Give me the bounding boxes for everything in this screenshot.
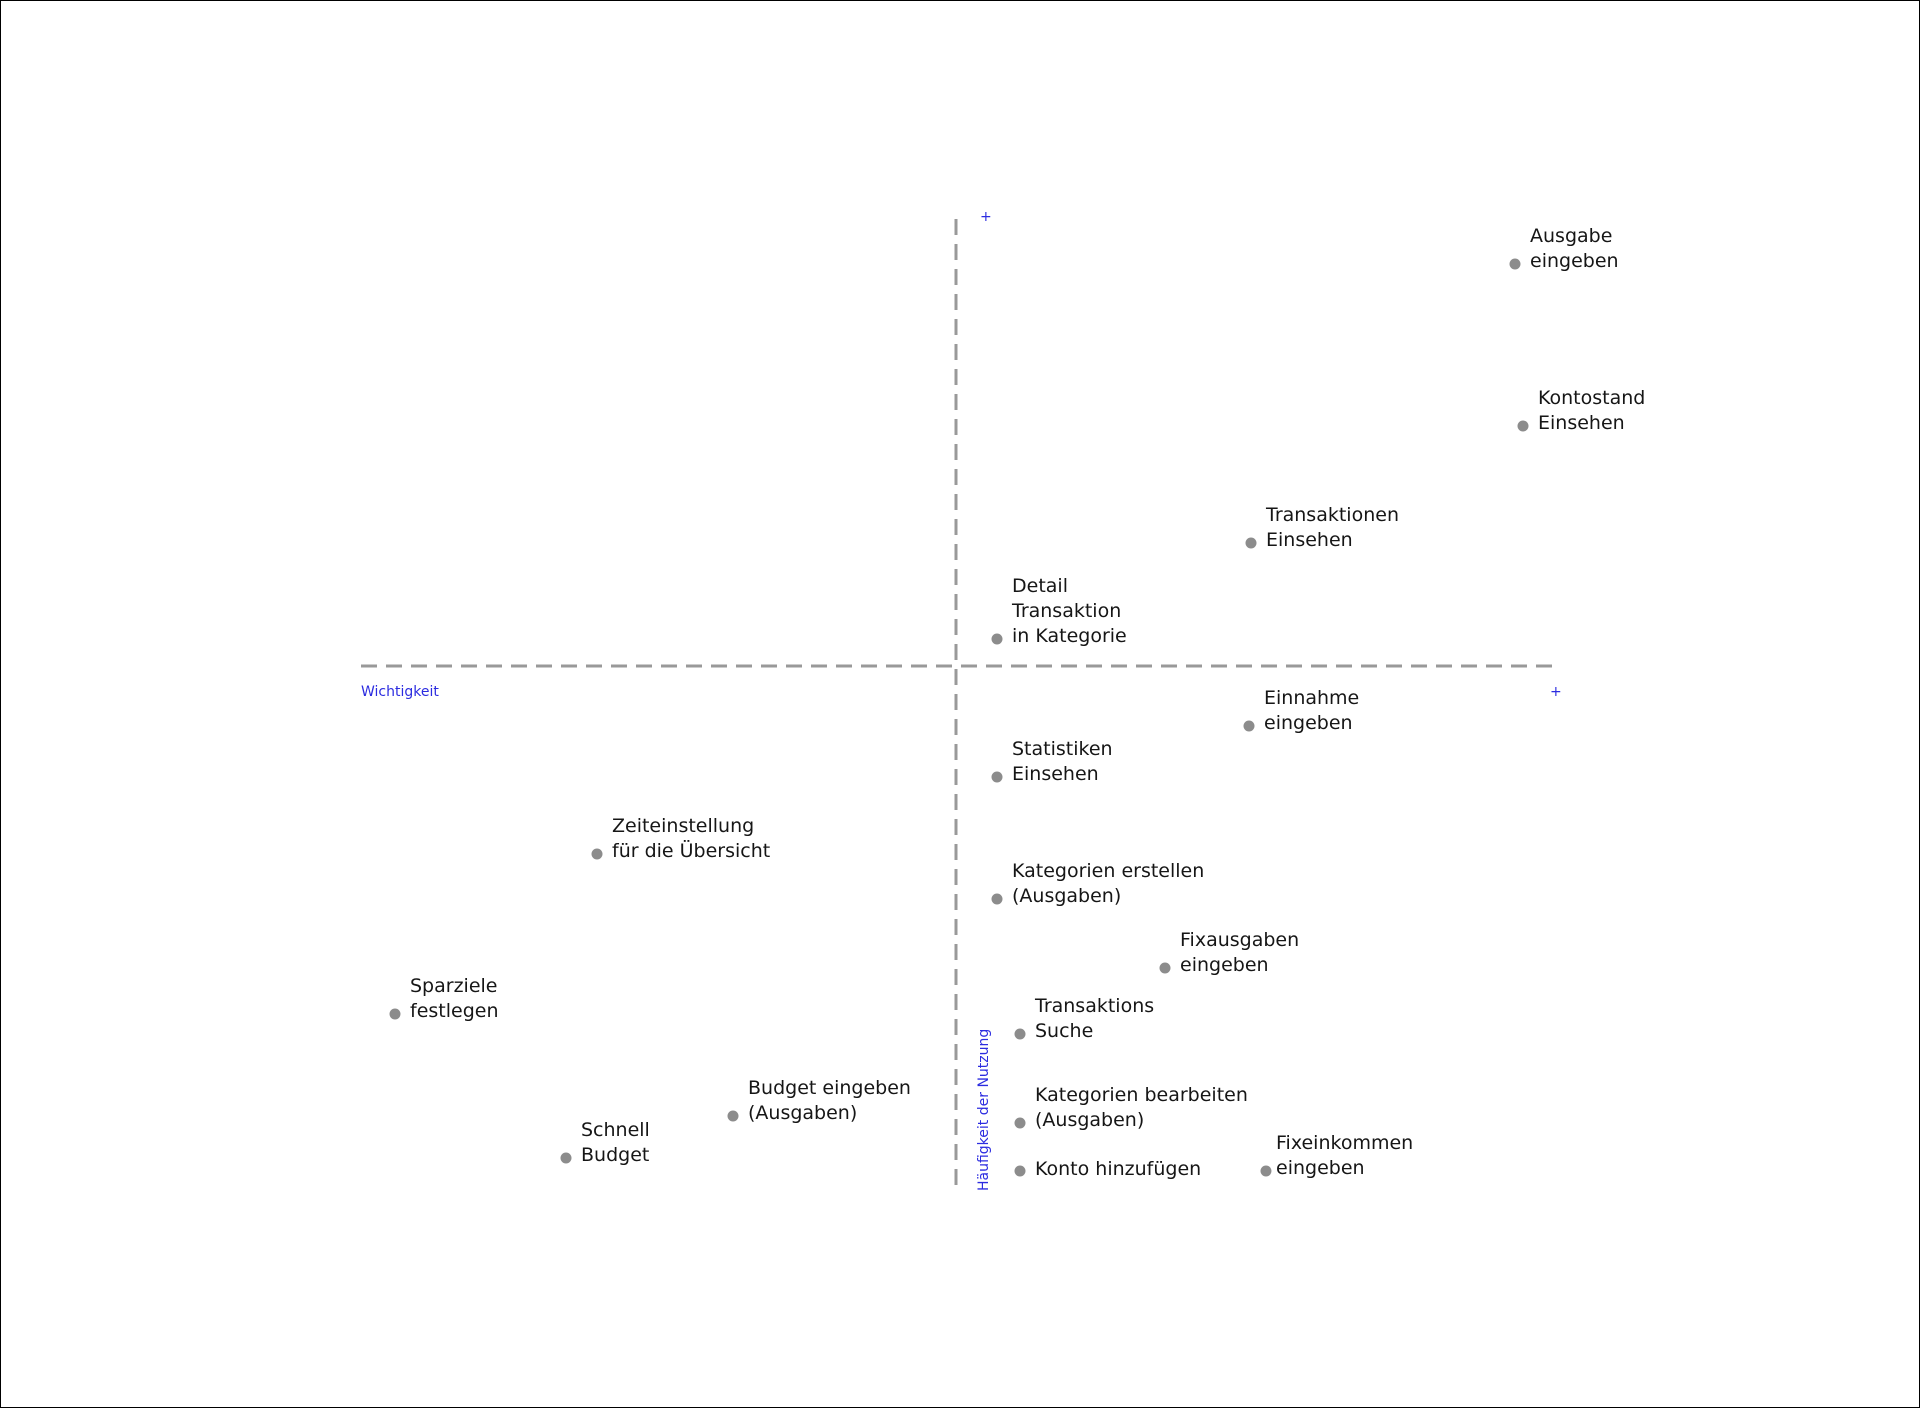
point-dot bbox=[560, 1152, 572, 1164]
point-label: Kategorien bearbeiten(Ausgaben) bbox=[1035, 1084, 1248, 1131]
point-dot bbox=[991, 771, 1003, 783]
point-dot bbox=[1014, 1117, 1026, 1129]
point-dot bbox=[1509, 258, 1521, 270]
point-label: Konto hinzufügen bbox=[1035, 1158, 1202, 1180]
point-dot bbox=[991, 633, 1003, 645]
x-axis-label: Wichtigkeit bbox=[361, 684, 439, 700]
point-label: Kategorien erstellen(Ausgaben) bbox=[1012, 860, 1205, 907]
point-dot bbox=[1014, 1028, 1026, 1040]
point-dot bbox=[991, 893, 1003, 905]
point-dot bbox=[1159, 962, 1171, 974]
point-dot bbox=[1014, 1165, 1026, 1177]
point-dot bbox=[591, 848, 603, 860]
point-dot bbox=[727, 1110, 739, 1122]
point-dot bbox=[1517, 420, 1529, 432]
x-axis-plus: + bbox=[1550, 684, 1562, 700]
point-dot bbox=[389, 1008, 401, 1020]
y-axis-label: Häufigkeit der Nutzung bbox=[976, 1028, 992, 1191]
point-dot bbox=[1260, 1165, 1272, 1177]
y-axis-plus: + bbox=[980, 209, 992, 225]
point-dot bbox=[1245, 537, 1257, 549]
point-label: Budget eingeben(Ausgaben) bbox=[748, 1077, 911, 1124]
point-dot bbox=[1243, 720, 1255, 732]
